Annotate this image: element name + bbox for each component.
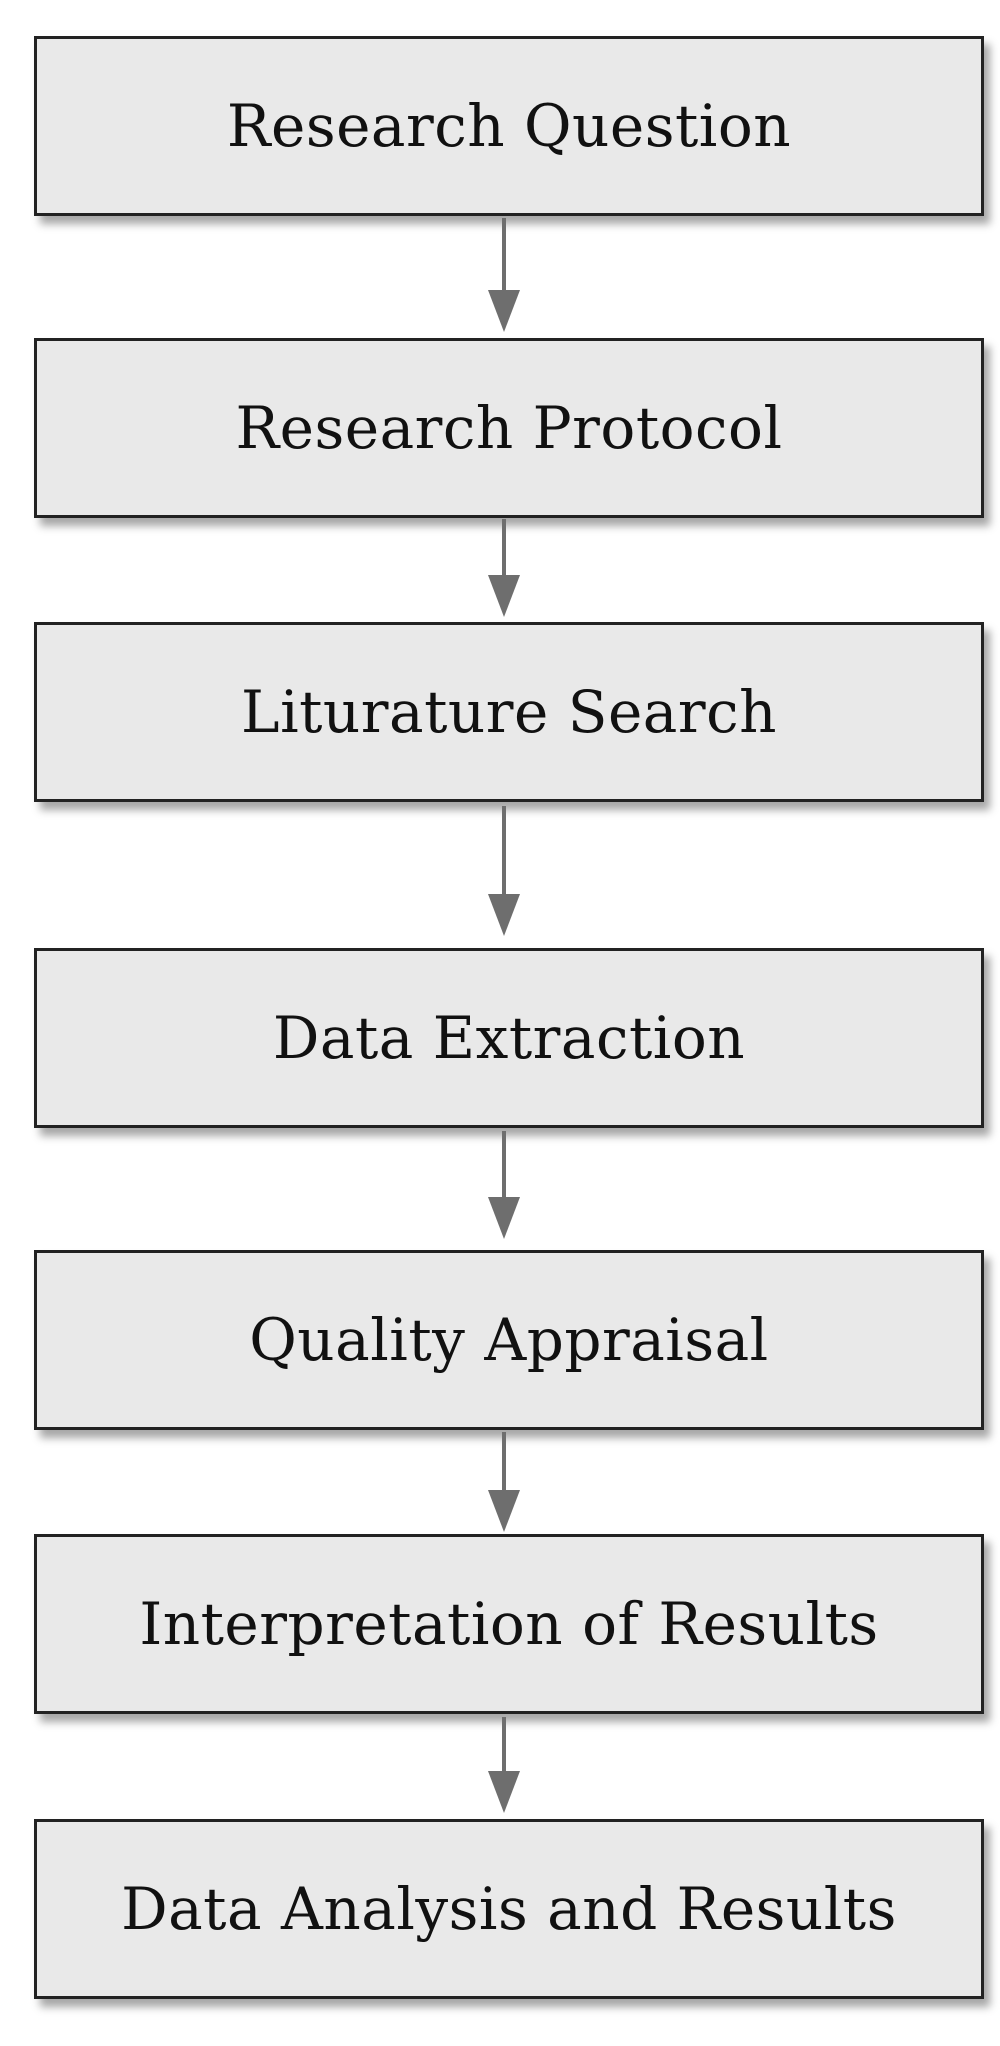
step-liturature-search: Liturature Search bbox=[34, 622, 984, 802]
step-label: Quality Appraisal bbox=[249, 1306, 769, 1374]
step-label: Research Question bbox=[226, 92, 792, 160]
step-research-question: Research Question bbox=[34, 36, 984, 216]
step-data-analysis-and-results: Data Analysis and Results bbox=[34, 1819, 984, 1999]
step-label: Interpretation of Results bbox=[139, 1590, 879, 1658]
step-interpretation-of-results: Interpretation of Results bbox=[34, 1534, 984, 1714]
step-research-protocol: Research Protocol bbox=[34, 338, 984, 518]
step-label: Data Extraction bbox=[272, 1004, 746, 1072]
step-data-extraction: Data Extraction bbox=[34, 948, 984, 1128]
step-quality-appraisal: Quality Appraisal bbox=[34, 1250, 984, 1430]
step-label: Liturature Search bbox=[241, 678, 777, 746]
step-label: Data Analysis and Results bbox=[121, 1875, 897, 1943]
step-label: Research Protocol bbox=[235, 394, 783, 462]
